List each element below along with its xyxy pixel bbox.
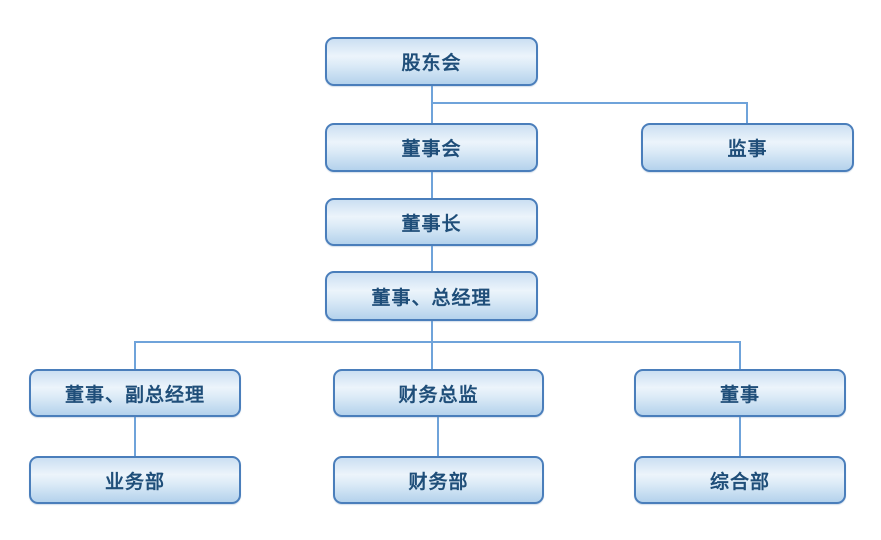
org-node-label: 董事 <box>719 384 760 406</box>
connector-cfo-finance <box>437 417 439 456</box>
connector-shareholders-supervisor-horizontal <box>431 102 748 104</box>
connector-gm-branch-horizontal <box>134 341 741 343</box>
org-node-label: 财务总监 <box>398 384 479 406</box>
org-node-shareholders: 股东会 <box>325 37 538 86</box>
org-node-business-dept: 业务部 <box>29 456 241 504</box>
org-node-general-manager: 董事、总经理 <box>325 271 538 321</box>
org-node-label: 业务部 <box>104 471 165 493</box>
org-node-finance-dept: 财务部 <box>333 456 544 504</box>
org-node-label: 董事、副总经理 <box>64 384 205 406</box>
connector-shareholders-board <box>431 86 433 123</box>
org-node-label: 董事、总经理 <box>371 287 492 309</box>
org-node-label: 监事 <box>727 139 768 160</box>
org-node-director: 董事 <box>634 369 846 417</box>
org-node-cfo: 财务总监 <box>333 369 544 417</box>
connector-chairman-gm <box>431 246 433 271</box>
org-node-label: 综合部 <box>709 471 770 493</box>
connector-branch-vgm <box>134 341 136 369</box>
connector-gm-stem <box>431 321 433 369</box>
org-node-label: 董事长 <box>401 213 462 235</box>
org-node-supervisor: 监事 <box>641 123 854 172</box>
connector-branch-director <box>739 341 741 369</box>
connector-board-chairman <box>431 172 433 198</box>
org-node-label: 股东会 <box>401 53 462 74</box>
org-node-board: 董事会 <box>325 123 538 172</box>
org-node-label: 董事会 <box>401 139 462 160</box>
org-node-chairman: 董事长 <box>325 198 538 246</box>
org-node-label: 财务部 <box>408 471 469 493</box>
connector-shareholders-supervisor-vertical <box>746 102 748 123</box>
org-node-deputy-general-manager: 董事、副总经理 <box>29 369 241 417</box>
connector-director-general <box>739 417 741 456</box>
connector-vgm-business <box>134 417 136 456</box>
org-node-general-dept: 综合部 <box>634 456 846 504</box>
